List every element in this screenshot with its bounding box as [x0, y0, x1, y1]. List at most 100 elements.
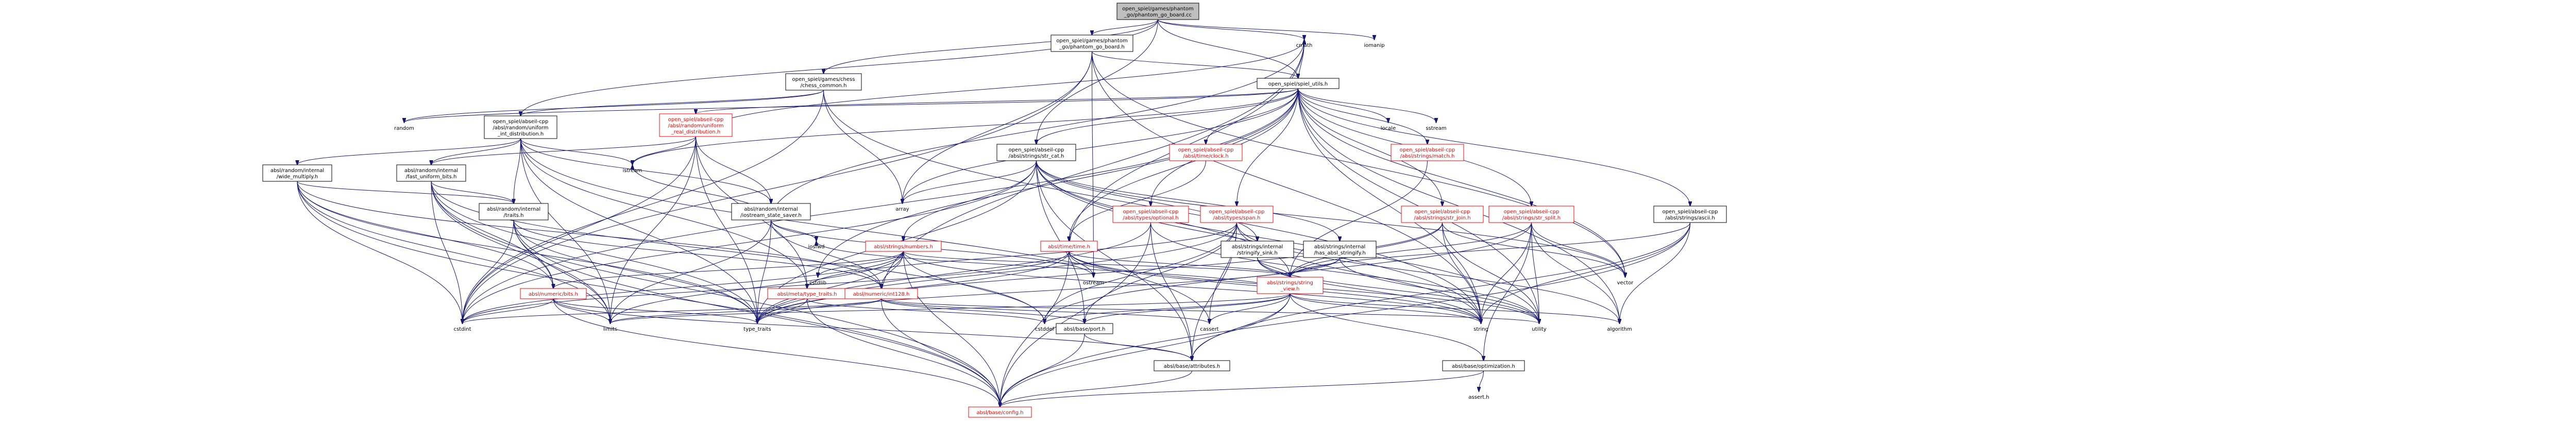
- edge-numeric-bits-to-base-config: [553, 298, 1000, 407]
- node-base-attributes[interactable]: absl/base/attributes.h: [1154, 360, 1230, 371]
- node-box: [1442, 360, 1525, 371]
- edge-base-port-to-base-attributes: [1084, 333, 1192, 361]
- edge-str-split-to-utility: [1531, 222, 1539, 323]
- node-str-cat[interactable]: open_spiel/abseil-cpp/absl/strings/str_c…: [996, 144, 1076, 161]
- edge-strings-ascii-to-algorithm: [1620, 222, 1690, 323]
- node-label: /traits.h: [504, 213, 524, 218]
- node-sstream: sstream: [1426, 126, 1446, 131]
- node-numeric-int128[interactable]: absl/numeric/int128.h: [844, 288, 918, 299]
- node-label: cassert: [1200, 327, 1218, 332]
- edge-ri-wide-multiply-to-limits: [297, 181, 611, 323]
- edge-ri-wide-multiply-to-type-traits: [297, 181, 757, 323]
- edge-spiel-utils-to-string: [1298, 88, 1481, 323]
- edge-str-split-to-string: [1481, 222, 1532, 323]
- node-ri-fast-uniform[interactable]: absl/random/internal/fast_uniform_bits.h: [396, 164, 466, 182]
- node-label: _real_distribution.h: [671, 129, 720, 135]
- edge-base-optimization-to-assert: [1479, 370, 1484, 391]
- edge-chess-common-to-random-uniform-int: [521, 90, 824, 116]
- node-numeric-bits[interactable]: absl/numeric/bits.h: [520, 288, 587, 299]
- edge-numeric-int128-to-base-config: [881, 298, 1001, 407]
- edge-meta-type-traits-to-base-config: [807, 298, 1001, 407]
- node-ostream: ostream: [1083, 280, 1104, 286]
- node-ri-wide-multiply[interactable]: absl/random/internal/wide_multiply.h: [262, 164, 332, 182]
- node-box: [968, 406, 1032, 418]
- edge-has-absl-stringify-to-type-traits: [757, 257, 1340, 323]
- edge-time-time-to-base-config: [1000, 251, 1070, 407]
- node-box: [785, 73, 862, 91]
- node-root[interactable]: open_spiel/games/phantom_go/phantom_go_b…: [1116, 3, 1199, 20]
- node-random-uniform-int[interactable]: open_spiel/abseil-cpp/absl/random/unifor…: [484, 115, 557, 139]
- edge-ri-wide-multiply-to-ri-traits: [297, 181, 514, 203]
- node-stringify-sink[interactable]: absl/strings/internal/stringify_sink.h: [1221, 241, 1294, 258]
- edge-random-uniform-int-to-istream: [520, 138, 633, 165]
- node-label: absl/strings/internal: [1232, 244, 1283, 250]
- node-box: [1154, 360, 1230, 371]
- node-label: locale: [1381, 126, 1396, 131]
- node-label: open_spiel/games/chess: [792, 77, 855, 82]
- edge-random-uniform-int-to-ri-iostream-state: [520, 138, 771, 203]
- edge-meta-type-traits-to-type-traits: [757, 298, 807, 323]
- node-label: /absl/strings/str_cat.h: [1009, 154, 1064, 159]
- node-label: absl/base/optimization.h: [1452, 364, 1515, 369]
- node-istream: istream: [623, 168, 642, 174]
- node-label: assert.h: [1468, 395, 1489, 400]
- edge-strings-numbers-to-cstdint: [463, 251, 904, 323]
- node-label: open_spiel/abseil-cpp: [668, 117, 724, 123]
- node-base-optimization[interactable]: absl/base/optimization.h: [1442, 360, 1525, 371]
- node-chess-common[interactable]: open_spiel/games/chess/chess_common.h: [785, 73, 862, 91]
- node-ri-traits[interactable]: absl/random/internal/traits.h: [479, 203, 549, 220]
- edge-string-view-to-cassert: [1210, 293, 1291, 323]
- edge-ri-traits-to-type-traits: [513, 219, 757, 323]
- edge-spiel-utils-to-locale: [1298, 88, 1388, 123]
- node-time-clock[interactable]: open_spiel/abseil-cpp/absl/time/clock.h: [1169, 144, 1243, 161]
- node-label: open_spiel/abseil-cpp: [1504, 209, 1560, 215]
- edge-random-uniform-real-to-limits: [611, 136, 696, 323]
- edge-spiel-utils-to-cstdlib: [818, 88, 1298, 277]
- node-label: /absl/strings/ascii.h: [1665, 215, 1715, 221]
- node-strings-ascii[interactable]: open_spiel/abseil-cpp/absl/strings/ascii…: [1653, 206, 1727, 223]
- node-box: [1221, 241, 1294, 258]
- edge-str-split-to-vector: [1531, 222, 1625, 277]
- node-meta-type-traits[interactable]: absl/meta/type_traits.h: [767, 288, 847, 299]
- edge-stringify-sink-to-utility: [1257, 257, 1539, 323]
- edge-random-uniform-real-to-type-traits: [696, 136, 758, 323]
- edge-random-uniform-real-to-ri-iostream-state: [696, 136, 771, 203]
- node-time-time[interactable]: absl/time/time.h: [1040, 241, 1098, 252]
- edge-strings-numbers-to-numeric-bits: [553, 251, 904, 288]
- node-string-view[interactable]: absl/strings/string_view.h: [1257, 277, 1324, 294]
- node-strings-match[interactable]: open_spiel/abseil-cpp/absl/strings/match…: [1391, 144, 1464, 161]
- edge-types-span-to-cassert: [1210, 222, 1237, 323]
- node-base-port[interactable]: absl/base/port.h: [1056, 323, 1113, 334]
- node-pgb-h[interactable]: open_spiel/games/phantom_go/phantom_go_b…: [1050, 35, 1133, 52]
- node-label: sstream: [1426, 126, 1446, 131]
- node-strings-numbers[interactable]: absl/strings/numbers.h: [865, 241, 942, 252]
- node-box: [659, 113, 733, 137]
- edge-spiel-utils-to-strings-ascii: [1298, 88, 1690, 206]
- node-label: /absl/random/uniform: [668, 123, 723, 129]
- node-box: [1257, 277, 1324, 294]
- edge-root-to-pgb-h: [1092, 19, 1158, 35]
- node-label: open_spiel/games/phantom: [1122, 6, 1193, 12]
- node-str-join[interactable]: open_spiel/abseil-cpp/absl/strings/str_j…: [1401, 206, 1484, 223]
- node-has-absl-stringify[interactable]: absl/strings/internal/has_absl_stringify…: [1303, 241, 1377, 258]
- edge-pgb-h-to-array: [903, 51, 1092, 203]
- edge-str-join-to-vector: [1442, 222, 1625, 277]
- node-types-span[interactable]: open_spiel/abseil-cpp/absl/types/span.h: [1200, 206, 1274, 223]
- node-box: [844, 288, 918, 299]
- edge-strings-numbers-to-limits: [611, 251, 904, 323]
- edge-ri-traits-to-cstdint: [463, 219, 514, 323]
- node-base-config[interactable]: absl/base/config.h: [968, 406, 1032, 418]
- node-box: [479, 203, 549, 220]
- node-label: open_spiel/abseil-cpp: [1415, 209, 1470, 215]
- node-random-uniform-real[interactable]: open_spiel/abseil-cpp/absl/random/unifor…: [659, 113, 733, 137]
- node-box: [1257, 78, 1340, 89]
- edge-time-time-to-cstdint: [463, 251, 1070, 323]
- edge-string-view-to-string: [1290, 293, 1481, 323]
- node-cstdint: cstdint: [453, 327, 471, 332]
- node-str-split[interactable]: open_spiel/abseil-cpp/absl/strings/str_s…: [1488, 206, 1574, 223]
- node-ri-iostream-state[interactable]: absl/random/internal/iostream_state_save…: [731, 203, 811, 220]
- node-label: /absl/time/clock.h: [1183, 154, 1228, 159]
- node-box: [865, 241, 942, 252]
- node-spiel-utils[interactable]: open_spiel/spiel_utils.h: [1257, 78, 1340, 89]
- node-types-optional[interactable]: open_spiel/abseil-cpp/absl/types/optiona…: [1112, 206, 1189, 223]
